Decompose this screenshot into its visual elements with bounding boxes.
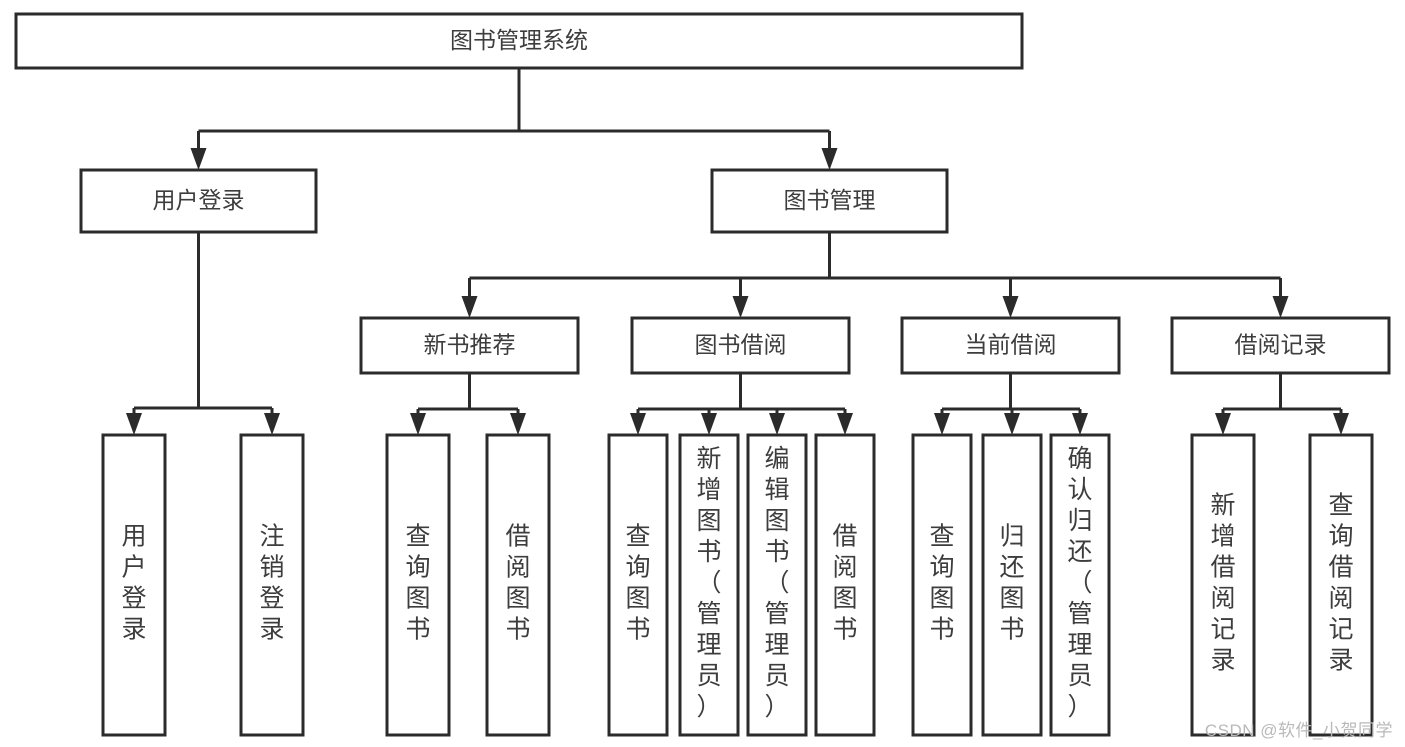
node-box-leaf-logout-login[interactable] — [239, 433, 305, 737]
node-book-borrow[interactable]: 图书借阅 — [630, 316, 851, 375]
node-leaf-query-book-borrow[interactable]: 查询图书 — [607, 433, 669, 737]
node-label-leaf-query-book-borrow: 查询图书 — [625, 523, 650, 644]
edge-group-new-book-recommend — [410, 373, 526, 435]
node-label-leaf-add-book-admin: 新增图书（管理员） — [696, 445, 721, 721]
node-label-leaf-borrow-book-borrow: 借阅图书 — [832, 523, 857, 644]
edge-group-borrow-records — [1215, 373, 1349, 435]
edge-group-current-borrow — [934, 373, 1088, 435]
node-leaf-query-book-current[interactable]: 查询图书 — [911, 433, 973, 737]
node-box-leaf-edit-book-admin[interactable] — [746, 433, 808, 737]
node-book-management[interactable]: 图书管理 — [710, 168, 949, 234]
node-label-current-borrow: 当前借阅 — [965, 332, 1057, 358]
node-leaf-borrow-book-borrow[interactable]: 借阅图书 — [814, 433, 876, 737]
node-label-leaf-borrow-book-recommend: 借阅图书 — [505, 523, 530, 644]
node-box-leaf-user-login[interactable] — [101, 433, 167, 737]
node-leaf-confirm-return-admin[interactable]: 确认归还（管理员） — [1049, 433, 1111, 737]
node-box-leaf-query-book-borrow[interactable] — [607, 433, 669, 737]
node-box-leaf-confirm-return-admin[interactable] — [1049, 433, 1111, 737]
node-box-leaf-return-book[interactable] — [981, 433, 1043, 737]
node-leaf-edit-book-admin[interactable]: 编辑图书（管理员） — [746, 433, 808, 737]
node-label-leaf-add-borrow-record: 新增借阅记录 — [1210, 492, 1235, 675]
node-label-user-login: 用户登录 — [153, 187, 245, 213]
node-leaf-user-login[interactable]: 用户登录 — [101, 433, 167, 737]
edges-layer — [126, 68, 1349, 435]
node-box-root[interactable] — [14, 12, 1024, 70]
node-box-leaf-borrow-book-borrow[interactable] — [814, 433, 876, 737]
node-box-user-login[interactable] — [79, 168, 318, 234]
node-borrow-records[interactable]: 借阅记录 — [1170, 316, 1391, 375]
node-label-leaf-query-book-current: 查询图书 — [929, 523, 954, 644]
node-leaf-logout-login[interactable]: 注销登录 — [239, 433, 305, 737]
nodes-layer: 图书管理系统用户登录图书管理新书推荐图书借阅当前借阅借阅记录用户登录注销登录查询… — [14, 12, 1391, 737]
node-box-leaf-query-book-recommend[interactable] — [385, 433, 451, 737]
node-box-borrow-records[interactable] — [1170, 316, 1391, 375]
node-leaf-query-borrow-record[interactable]: 查询借阅记录 — [1308, 433, 1374, 737]
node-leaf-query-book-recommend[interactable]: 查询图书 — [385, 433, 451, 737]
node-label-leaf-confirm-return-admin: 确认归还（管理员） — [1067, 445, 1092, 721]
edge-group-book-borrow — [630, 373, 853, 435]
node-leaf-add-book-admin[interactable]: 新增图书（管理员） — [678, 433, 740, 737]
node-label-book-borrow: 图书借阅 — [695, 332, 787, 358]
node-label-leaf-return-book: 归还图书 — [999, 523, 1024, 644]
node-box-leaf-borrow-book-recommend[interactable] — [485, 433, 551, 737]
node-leaf-borrow-book-recommend[interactable]: 借阅图书 — [485, 433, 551, 737]
node-box-leaf-add-borrow-record[interactable] — [1190, 433, 1256, 737]
node-box-book-management[interactable] — [710, 168, 949, 234]
node-label-new-book-recommend: 新书推荐 — [424, 332, 516, 358]
node-label-leaf-user-login: 用户登录 — [121, 523, 146, 644]
node-box-leaf-query-book-current[interactable] — [911, 433, 973, 737]
edge-group-book-management — [461, 232, 1289, 318]
node-box-current-borrow[interactable] — [900, 316, 1121, 375]
node-leaf-return-book[interactable]: 归还图书 — [981, 433, 1043, 737]
node-label-root: 图书管理系统 — [450, 27, 588, 53]
node-current-borrow[interactable]: 当前借阅 — [900, 316, 1121, 375]
node-box-new-book-recommend[interactable] — [359, 316, 580, 375]
edge-group-user-login — [126, 232, 280, 435]
node-box-leaf-query-borrow-record[interactable] — [1308, 433, 1374, 737]
node-label-leaf-query-borrow-record: 查询借阅记录 — [1328, 492, 1353, 675]
node-label-leaf-query-book-recommend: 查询图书 — [405, 523, 430, 644]
node-leaf-add-borrow-record[interactable]: 新增借阅记录 — [1190, 433, 1256, 737]
node-label-leaf-logout-login: 注销登录 — [259, 523, 284, 644]
node-root[interactable]: 图书管理系统 — [14, 12, 1024, 70]
node-new-book-recommend[interactable]: 新书推荐 — [359, 316, 580, 375]
node-user-login[interactable]: 用户登录 — [79, 168, 318, 234]
node-box-book-borrow[interactable] — [630, 316, 851, 375]
node-label-leaf-edit-book-admin: 编辑图书（管理员） — [764, 445, 789, 721]
node-box-leaf-add-book-admin[interactable] — [678, 433, 740, 737]
edge-group-root — [190, 68, 838, 170]
node-label-borrow-records: 借阅记录 — [1235, 332, 1327, 358]
node-label-book-management: 图书管理 — [784, 187, 876, 213]
